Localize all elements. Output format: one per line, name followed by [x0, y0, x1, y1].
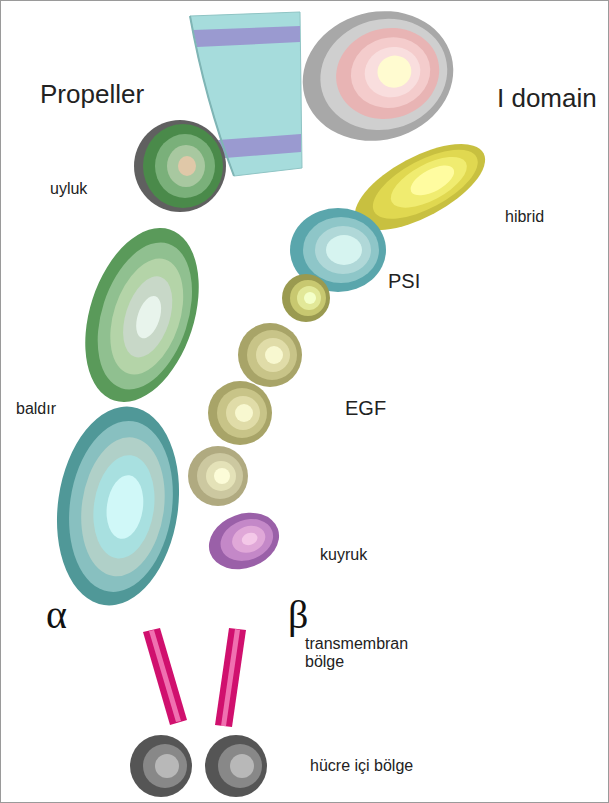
label-text: PSI	[388, 270, 420, 292]
transmembrane-helices	[143, 628, 246, 727]
intracellular-domains	[130, 735, 267, 797]
label-text: α	[46, 592, 67, 637]
label-text: uyluk	[50, 180, 87, 197]
egf-domains	[188, 274, 330, 506]
calf-domain	[65, 213, 220, 416]
label-text: EGF	[345, 397, 386, 419]
calf-domain	[45, 399, 192, 614]
i-domain	[288, 0, 468, 157]
label-text: hücre içi bölge	[310, 757, 413, 774]
domain-label: Propeller	[40, 80, 144, 110]
chain-label: α	[46, 592, 67, 638]
tail-domain	[201, 503, 287, 578]
label-text: I domain	[497, 83, 597, 113]
label-text: hibrid	[505, 208, 544, 225]
domain-label: EGF	[345, 397, 386, 420]
domain-label: baldır	[16, 400, 56, 418]
thigh-domain	[134, 120, 226, 212]
label-text: baldır	[16, 400, 56, 417]
domain-label: kuyruk	[320, 546, 367, 564]
domain-label: PSI	[388, 270, 420, 293]
region-label: hücre içi bölge	[310, 757, 413, 775]
label-text: kuyruk	[320, 546, 367, 563]
domain-label: hibrid	[505, 208, 544, 226]
label-text: Propeller	[40, 79, 144, 109]
domain-label: uyluk	[50, 180, 87, 198]
label-text: β	[288, 592, 308, 637]
chain-label: β	[288, 592, 308, 638]
label-text: transmembran bölge	[305, 635, 408, 670]
domain-label: I domain	[497, 84, 597, 114]
region-label: transmembran bölge	[305, 635, 425, 672]
